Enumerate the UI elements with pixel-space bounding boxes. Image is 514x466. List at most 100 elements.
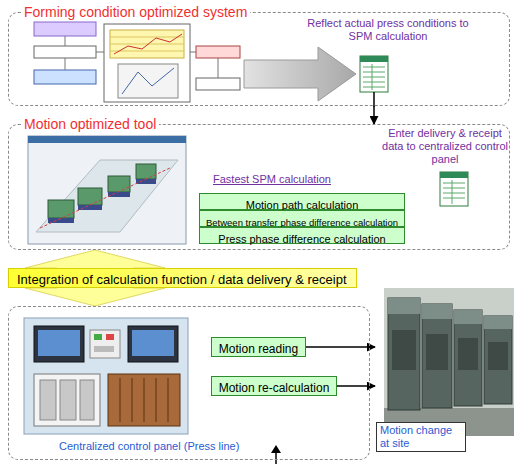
press-line-photo <box>392 330 416 370</box>
process-box: Motion path calculation <box>199 193 405 210</box>
motion-tool-screenshot <box>78 188 102 205</box>
motion-tool-screenshot <box>108 176 130 192</box>
arrow-stem <box>373 92 375 107</box>
band-label: Integration of calculation function / da… <box>17 272 347 288</box>
control-panel-illustration <box>60 380 76 420</box>
press-line-photo <box>484 316 512 404</box>
simulation-flow-illustration <box>118 64 178 98</box>
spreadsheet-icon <box>443 183 465 184</box>
feedback-arrow <box>275 452 277 464</box>
press-line-photo <box>454 310 482 406</box>
control-panel-illustration <box>132 330 174 356</box>
press-line-photo <box>484 316 512 329</box>
control-panel-illustration <box>108 374 180 426</box>
control-panel-illustration <box>40 380 56 420</box>
simulation-flow-illustration <box>34 22 96 36</box>
spreadsheet-icon <box>360 56 388 62</box>
spreadsheet-icon <box>443 193 465 194</box>
simulation-flow-illustration <box>104 24 190 102</box>
simulation-flow-illustration <box>196 78 240 90</box>
simulation-flow-illustration <box>65 36 66 46</box>
box-label: Motion reading <box>219 341 298 357</box>
process-box: Motion reading <box>211 337 306 357</box>
press-line-photo <box>384 288 514 436</box>
control-panel-illustration <box>156 378 157 422</box>
control-panel-illustration <box>90 330 120 358</box>
control-panel-illustration <box>80 380 94 420</box>
panel-group: Motion readingMotion re-calculationCentr… <box>8 306 370 460</box>
control-panel-illustration <box>120 378 121 422</box>
spreadsheet-icon <box>443 198 465 199</box>
control-panel-illustration <box>24 318 188 434</box>
spreadsheet-icon <box>363 82 385 83</box>
spreadsheet-icon <box>360 56 388 92</box>
motion-tool-screenshot <box>40 168 170 228</box>
process-box: Motion re-calculation <box>211 376 337 396</box>
control-panel-illustration <box>94 334 102 340</box>
control-panel-illustration <box>128 326 178 362</box>
simulation-flow-illustration <box>190 52 196 53</box>
simulation-flow-illustration <box>110 51 184 52</box>
site-label: Motion change at site <box>376 422 466 452</box>
press-site-area: Motion change at site <box>376 288 510 458</box>
press-line-photo <box>422 304 452 408</box>
spreadsheet-icon <box>363 87 385 88</box>
arrow-stem <box>374 92 375 107</box>
spreadsheet-icon <box>440 172 468 206</box>
feedback-arrow <box>271 445 281 453</box>
motion-tool-screenshot <box>36 160 178 232</box>
control-panel-illustration <box>144 378 145 422</box>
press-line-photo <box>488 342 508 370</box>
press-line-photo <box>388 298 420 410</box>
note-text: Reflect actual press conditions to SPM c… <box>307 17 469 43</box>
spreadsheet-icon <box>372 64 373 90</box>
spreadsheet-icon <box>360 56 388 92</box>
control-panel-illustration <box>132 378 133 422</box>
control-panel-illustration <box>34 326 84 362</box>
control-panel-illustration <box>34 374 100 426</box>
control-panel-illustration <box>106 334 114 340</box>
simulation-flow-illustration <box>34 46 96 58</box>
control-panel-illustration <box>38 330 80 356</box>
spreadsheet-icon <box>363 67 385 68</box>
spreadsheet-icon <box>452 180 453 204</box>
system-group: Forming condition optimized systemReflec… <box>8 12 510 106</box>
box-label: Press phase difference calculation <box>218 233 385 246</box>
simulation-flow-illustration <box>196 46 240 58</box>
spreadsheet-icon <box>363 77 385 78</box>
press-line-photo <box>458 338 478 370</box>
press-line-photo <box>426 334 448 370</box>
simulation-flow-illustration <box>110 44 184 45</box>
press-line-photo <box>388 298 420 314</box>
process-box: Between transfer phase difference calcul… <box>199 210 405 227</box>
tool-group: Motion path calculationBetween transfer … <box>8 124 510 250</box>
motion-tool-screenshot <box>28 136 186 143</box>
function-label: Fastest SPM calculation <box>213 173 331 186</box>
box-label: Motion re-calculation <box>219 380 330 396</box>
motion-tool-screenshot <box>28 136 186 244</box>
flow-arrow <box>306 346 375 348</box>
process-box: Press phase difference calculation <box>199 227 405 244</box>
press-line-photo <box>454 310 482 324</box>
simulation-flow-illustration <box>114 34 182 54</box>
spreadsheet-icon <box>443 188 465 189</box>
spreadsheet-icon <box>363 72 385 73</box>
simulation-flow-illustration <box>218 58 219 78</box>
flow-arrow <box>373 106 375 124</box>
simulation-flow-illustration <box>110 37 184 38</box>
control-panel-illustration <box>24 318 188 434</box>
press-line-photo <box>384 288 514 436</box>
simulation-flow-illustration <box>65 58 66 70</box>
feedback-arrow <box>271 445 281 464</box>
simulation-flow-illustration <box>110 30 184 58</box>
group-title: Forming condition optimized system <box>21 4 250 20</box>
simulation-flow-illustration <box>96 52 104 53</box>
motion-tool-screenshot <box>136 179 156 184</box>
group-title: Motion optimized tool <box>21 116 159 132</box>
motion-tool-screenshot <box>136 164 156 179</box>
spreadsheet-icon <box>440 172 468 178</box>
press-line-photo <box>422 304 452 319</box>
grey-block-arrow <box>244 47 356 101</box>
control-panel-illustration <box>168 378 169 422</box>
